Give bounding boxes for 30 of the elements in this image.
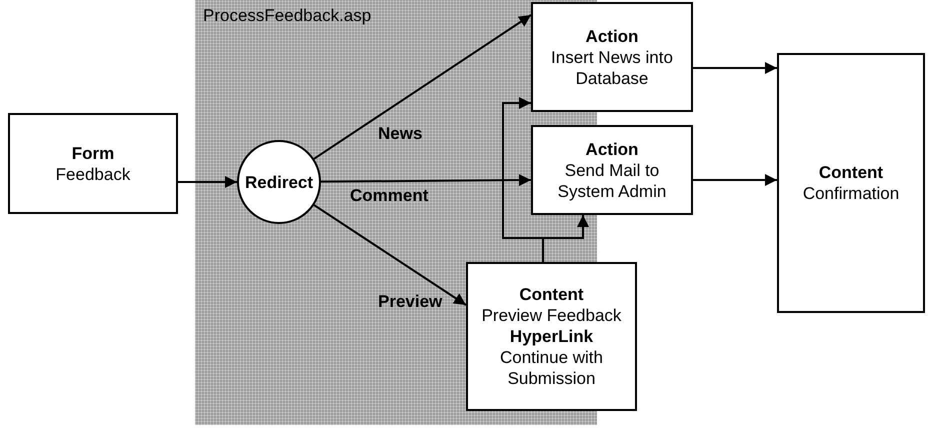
box-heading: HyperLink xyxy=(510,326,594,347)
box-heading: Content xyxy=(818,162,884,183)
arrow xyxy=(178,176,237,188)
box-heading: Form xyxy=(72,142,114,164)
arrow xyxy=(542,215,589,262)
arrow xyxy=(693,62,777,74)
arrow xyxy=(693,174,777,186)
box-heading: Action xyxy=(586,138,638,160)
box-text: Continue with Submission xyxy=(498,347,604,389)
box-text: Send Mail to System Admin xyxy=(556,160,668,202)
box-text: Insert News into Database xyxy=(550,46,674,88)
box-heading: Content xyxy=(519,284,584,305)
box-text: Feedback xyxy=(56,164,130,184)
process-box xyxy=(466,262,637,411)
edge-label: News xyxy=(378,124,422,144)
process-box xyxy=(531,125,693,215)
edge-label: Comment xyxy=(350,186,428,206)
arrow xyxy=(314,204,467,306)
box-text: Confirmation xyxy=(802,183,900,204)
process-box xyxy=(8,113,178,214)
box-heading: Action xyxy=(586,26,638,46)
page-title: ProcessFeedback.asp xyxy=(203,6,372,26)
arrow xyxy=(313,14,532,160)
edge-label: Preview xyxy=(378,292,442,312)
box-heading: Redirect xyxy=(244,172,314,192)
arrow xyxy=(321,174,531,186)
redirect-circle xyxy=(237,140,321,224)
process-box xyxy=(531,2,693,112)
box-text: Preview Feedback xyxy=(482,305,622,326)
process-box xyxy=(777,53,925,313)
